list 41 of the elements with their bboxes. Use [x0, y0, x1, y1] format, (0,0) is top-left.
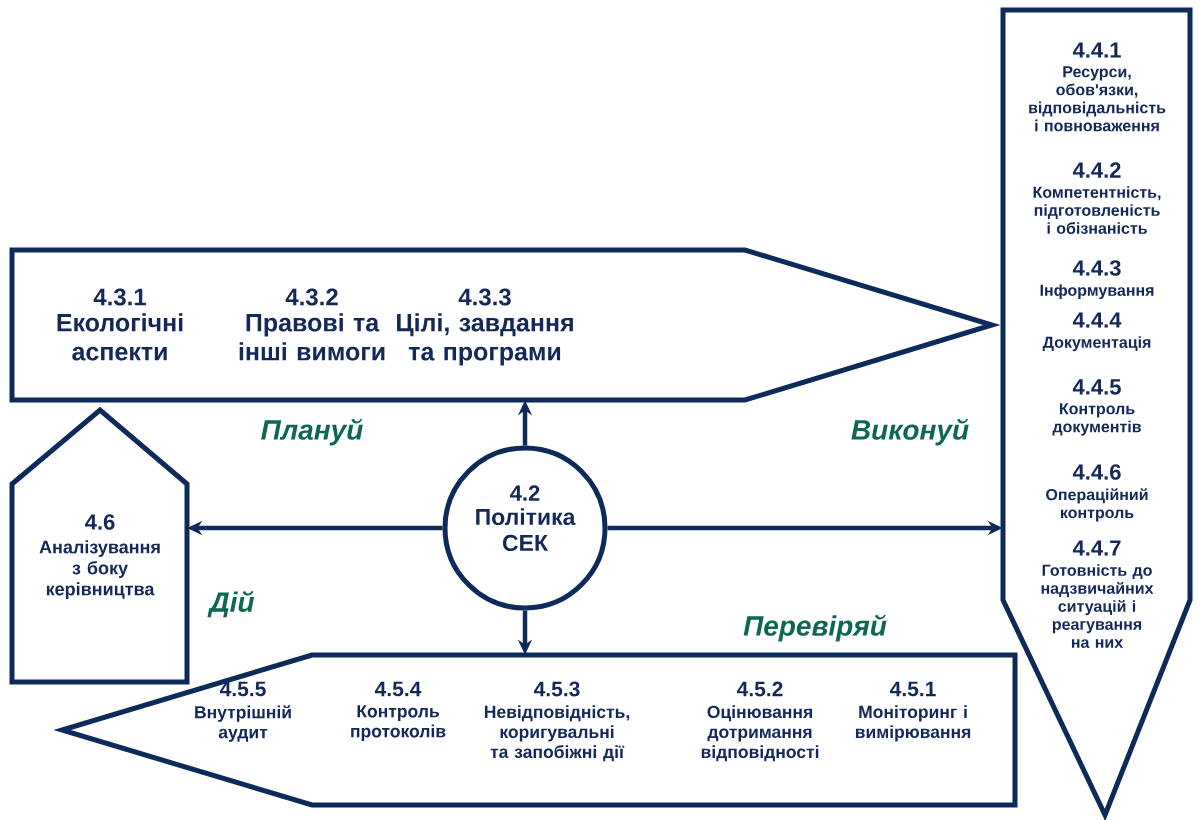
clause-title: Контроль протоколів: [351, 705, 446, 741]
clause-title: Контроль документів: [1052, 403, 1141, 436]
clause-title: Готовність до надзвичайних ситуацій і реагування на них: [1041, 564, 1154, 648]
clause-number: 4.4.4: [1072, 312, 1122, 328]
clause-number: 4.4.5: [1072, 379, 1121, 395]
clause-title: Документація: [1042, 336, 1151, 352]
clause-title: Внутрішній аудит: [195, 705, 291, 742]
clause-number: 4.5.1: [889, 681, 936, 697]
clause-title: Інформування: [1040, 284, 1154, 300]
clause-title: Аналізування з боку керівництва: [39, 540, 160, 599]
phase-label: Дій: [207, 590, 255, 618]
phase-label: Плануй: [261, 418, 363, 446]
act-house-shape: [9, 406, 190, 685]
clause-number: 4.3.3: [458, 288, 511, 306]
clause-number: 4.4.1: [1072, 42, 1121, 58]
clause-title: Моніторинг і вимірювання: [855, 705, 971, 742]
clause-title: Екологічні аспекти: [57, 313, 183, 361]
clause-title: Невідповідність, коригувальні та запобіжні дії: [484, 705, 630, 762]
clause-number: 4.4.7: [1072, 540, 1121, 556]
clause-title: Компетентність, підготовленість і обізнаність: [1033, 186, 1161, 234]
clause-number: 4.5.5: [219, 681, 266, 697]
clause-title: Цілі, завдання та програми: [397, 313, 573, 366]
clause-number: 4.2: [510, 485, 540, 501]
clause-number: 4.4.3: [1072, 260, 1121, 276]
clause-number: 4.4.2: [1072, 162, 1121, 178]
clause-title: Правові та інші вимоги: [239, 313, 385, 361]
do-arrow-column: [1000, 7, 1193, 820]
clause-number: 4.5.4: [374, 681, 422, 697]
clause-title: Політика СЕК: [476, 508, 576, 552]
policy-circle: [442, 445, 608, 611]
clause-number: 4.3.2: [285, 288, 338, 306]
clause-number: 4.5.3: [533, 681, 580, 697]
clause-title: Ресурси, обов'язки, відповідальність і повноваження: [1029, 66, 1166, 132]
clause-number: 4.3.1: [93, 288, 146, 306]
clause-number: 4.5.2: [736, 681, 783, 697]
plan-arrow-band: [9, 247, 1001, 403]
clause-title: Оцінювання дотримання відповідності: [701, 705, 819, 762]
phase-label: Виконуй: [851, 418, 969, 446]
clause-number: 4.6: [85, 514, 115, 530]
clause-number: 4.4.6: [1072, 464, 1121, 480]
clause-title: Операційний контроль: [1046, 488, 1148, 522]
